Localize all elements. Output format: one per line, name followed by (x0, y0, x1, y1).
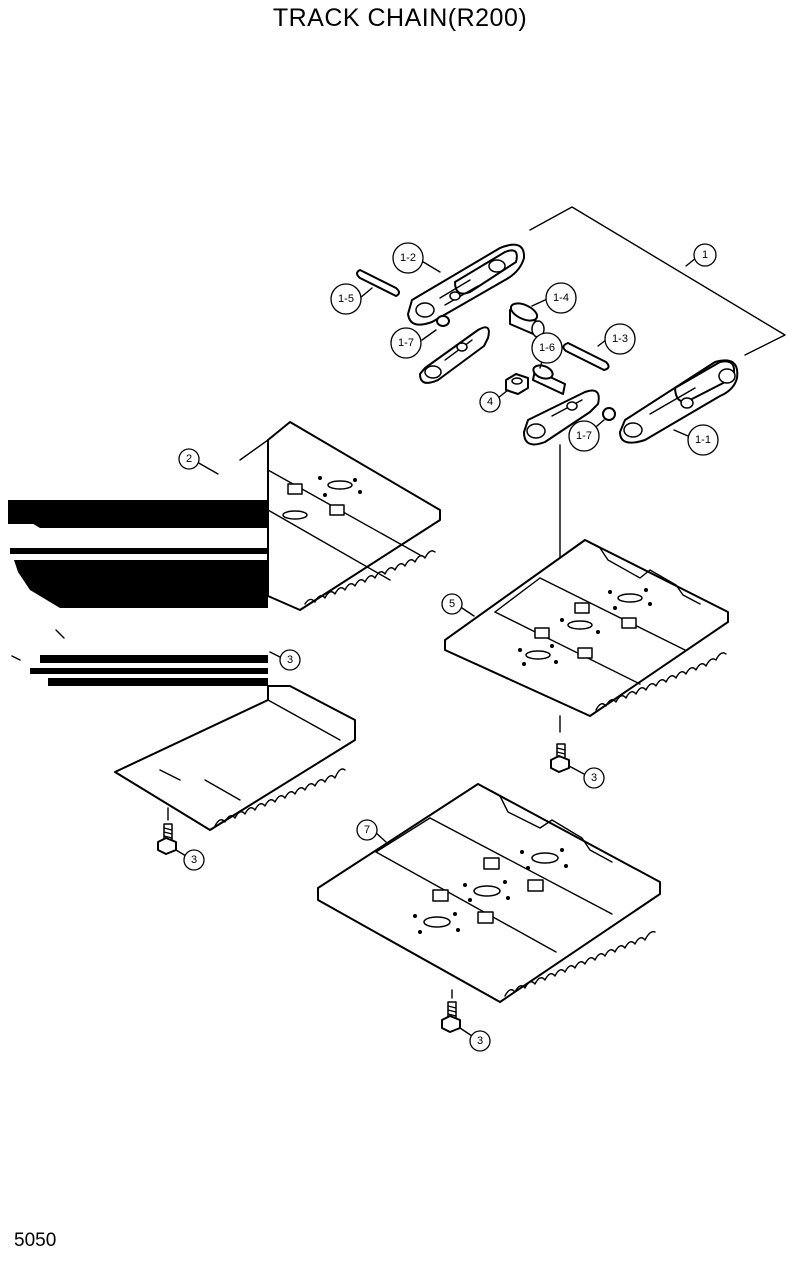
callout-1-5: 1-5 (330, 283, 362, 315)
bushing-1-4 (509, 302, 545, 338)
callout-1-3: 1-3 (604, 323, 636, 355)
svg-text:4: 4 (487, 396, 493, 408)
svg-text:1-1: 1-1 (695, 434, 711, 446)
svg-text:3: 3 (477, 1035, 483, 1047)
callout-1-1: 1-1 (687, 424, 719, 456)
svg-text:1-4: 1-4 (553, 292, 569, 304)
callout-3-middle: 3 (583, 767, 605, 789)
callout-3-shoe2: 3 (279, 649, 301, 671)
callout-1-6: 1-6 (531, 332, 563, 364)
svg-text:1: 1 (702, 249, 708, 261)
link-1-2 (407, 243, 526, 326)
callout-1-7-upper: 1-7 (390, 327, 422, 359)
bolt-3-bottom (441, 1001, 461, 1033)
seal-1-7-lower (602, 407, 616, 421)
track-shoe-5 (444, 539, 729, 717)
svg-text:2: 2 (186, 453, 192, 465)
callout-4: 4 (479, 391, 501, 413)
svg-text:1-3: 1-3 (612, 333, 628, 345)
link-bottom (523, 389, 600, 446)
bolt-3-left (157, 823, 177, 855)
bolt-3-middle (550, 743, 570, 773)
callout-3-left: 3 (183, 849, 205, 871)
callout-2: 2 (178, 448, 200, 470)
page-number: 5050 (14, 1230, 57, 1251)
nut-4 (505, 373, 529, 395)
svg-text:3: 3 (191, 854, 197, 866)
callout-5: 5 (441, 593, 463, 615)
callout-1: 1 (693, 243, 717, 267)
svg-text:7: 7 (364, 824, 370, 836)
callout-1-2: 1-2 (392, 242, 424, 274)
svg-text:3: 3 (287, 654, 293, 666)
svg-text:1-2: 1-2 (400, 252, 416, 264)
link-1-1 (619, 359, 739, 444)
track-shoe-2 (8, 421, 441, 831)
svg-text:5: 5 (449, 598, 455, 610)
callout-3-bottom: 3 (469, 1030, 491, 1052)
track-shoe-7 (317, 783, 661, 1003)
pin-1-3 (562, 342, 610, 371)
svg-text:1-7: 1-7 (398, 337, 414, 349)
pin-1-5 (356, 269, 400, 297)
spacer-1-6 (532, 364, 566, 395)
svg-text:1-6: 1-6 (539, 342, 555, 354)
callout-1-4: 1-4 (545, 282, 577, 314)
link-left-lower (419, 326, 490, 384)
svg-text:1-5: 1-5 (338, 293, 354, 305)
diagram-title: TRACK CHAIN(R200) (272, 4, 528, 32)
callout-7: 7 (356, 819, 378, 841)
svg-text:1-7: 1-7 (576, 430, 592, 442)
track-chain-assembly (356, 206, 786, 733)
callout-1-7-lower: 1-7 (568, 420, 600, 452)
seal-1-7-upper (436, 315, 450, 327)
svg-text:3: 3 (591, 772, 597, 784)
